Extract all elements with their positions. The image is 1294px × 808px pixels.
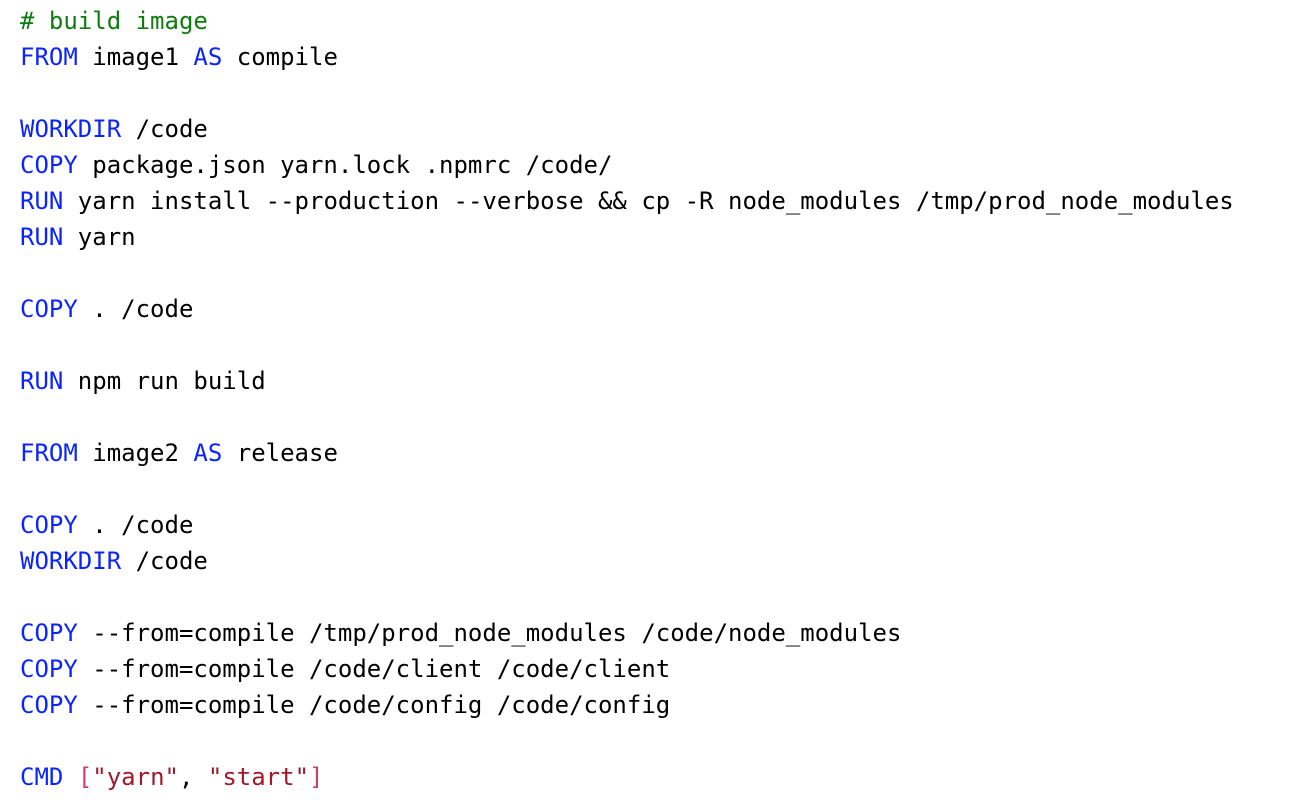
code-line [20, 723, 1294, 759]
code-token-keyword: COPY [20, 511, 78, 539]
code-token-plain: npm run build [63, 367, 266, 395]
code-line [20, 579, 1294, 615]
code-line: CMD ["yarn", "start"] [20, 759, 1294, 795]
code-token-keyword: COPY [20, 295, 78, 323]
code-token-plain: --from=compile /code/client /code/client [77, 655, 671, 683]
code-token-plain: . /code [77, 295, 194, 323]
code-token-plain: image2 [77, 439, 194, 467]
code-token-keyword: FROM [20, 439, 78, 467]
code-line: COPY . /code [20, 291, 1294, 327]
code-token-string: "yarn" [92, 763, 179, 791]
code-token-plain: /code [121, 115, 208, 143]
code-line [20, 327, 1294, 363]
code-line: FROM image2 AS release [20, 435, 1294, 471]
code-token-keyword: RUN [20, 367, 64, 395]
code-token-plain: release [222, 439, 338, 467]
code-line: WORKDIR /code [20, 111, 1294, 147]
code-token-plain: --from=compile /code/config /code/config [77, 691, 671, 719]
code-line: FROM image1 AS compile [20, 39, 1294, 75]
code-line [20, 399, 1294, 435]
code-token-punct: ] [309, 763, 324, 791]
code-token-keyword: COPY [20, 151, 78, 179]
code-token-keyword: COPY [20, 619, 78, 647]
code-line: WORKDIR /code [20, 543, 1294, 579]
code-line: COPY --from=compile /code/client /code/c… [20, 651, 1294, 687]
code-token-punct: [ [77, 763, 93, 791]
code-token-keyword: WORKDIR [20, 115, 122, 143]
code-line: RUN yarn [20, 219, 1294, 255]
code-line [20, 255, 1294, 291]
code-token-plain: image1 [77, 43, 194, 71]
code-token-plain: yarn install --production --verbose && c… [63, 187, 1234, 215]
code-token-plain: , [178, 763, 208, 791]
code-line: COPY . /code [20, 507, 1294, 543]
code-token-plain: yarn [63, 223, 136, 251]
code-line [20, 471, 1294, 507]
code-line: RUN npm run build [20, 363, 1294, 399]
code-token-keyword: RUN [20, 187, 64, 215]
code-token-keyword: COPY [20, 655, 78, 683]
code-token-plain: /code [121, 547, 208, 575]
code-line [20, 75, 1294, 111]
code-token-keyword: WORKDIR [20, 547, 122, 575]
code-line: COPY --from=compile /tmp/prod_node_modul… [20, 615, 1294, 651]
code-line: RUN yarn install --production --verbose … [20, 183, 1294, 219]
code-token-keyword: AS [193, 439, 223, 467]
code-token-plain: package.json yarn.lock .npmrc /code/ [77, 151, 613, 179]
code-line: # build image [20, 3, 1294, 39]
code-token-plain: . /code [77, 511, 194, 539]
code-token-keyword: CMD [20, 763, 64, 791]
code-token-keyword: RUN [20, 223, 64, 251]
code-token-keyword: FROM [20, 43, 78, 71]
code-token-plain [63, 763, 77, 791]
code-token-plain: --from=compile /tmp/prod_node_modules /c… [77, 619, 902, 647]
code-token-string: "start" [207, 763, 310, 791]
code-token-keyword: COPY [20, 691, 78, 719]
code-token-keyword: AS [193, 43, 223, 71]
code-token-comment: # build image [20, 7, 208, 35]
code-token-plain: compile [222, 43, 338, 71]
code-line: COPY --from=compile /code/config /code/c… [20, 687, 1294, 723]
code-line: COPY package.json yarn.lock .npmrc /code… [20, 147, 1294, 183]
